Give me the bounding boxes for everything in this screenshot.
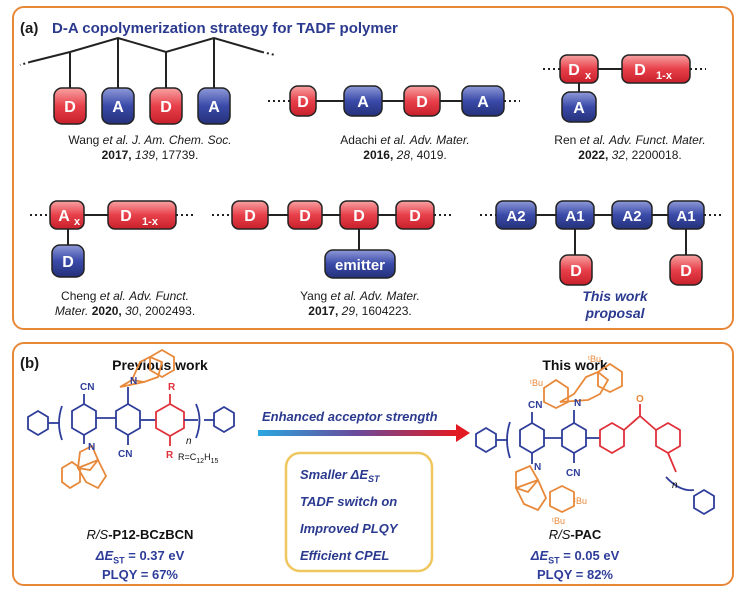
tbu-3: ᵗBu <box>574 496 587 506</box>
block-label: D <box>160 99 172 116</box>
feature-1: Smaller ΔEST <box>300 467 381 484</box>
pac-delta-est: ΔEST = 0.05 eV <box>530 548 620 566</box>
acceptor-strength-arrow <box>258 430 456 436</box>
pac-polymer-name: R/S-PAC <box>548 527 602 542</box>
acceptor-strength-arrowhead <box>456 424 470 442</box>
pac-n-top: N <box>574 398 581 409</box>
pac-backbone <box>475 410 600 464</box>
feature-3: Improved PLQY <box>300 521 399 536</box>
pac-carbazole-top <box>543 362 623 410</box>
block-label: D <box>299 208 311 225</box>
prev-cn-top: CN <box>80 382 94 393</box>
panel-b-tag: (b) <box>20 355 40 372</box>
block-label: D <box>353 208 365 225</box>
block-label: 1-x <box>656 70 673 82</box>
block-label: D <box>409 208 421 225</box>
panel-b-diagram: CN CN N N R R n R=C12H15 Enhanced accept… <box>27 348 715 573</box>
prev-delta-est: ΔEST = 0.37 eV <box>95 548 185 566</box>
block-label: D <box>568 62 580 79</box>
prev-n-sub: n <box>186 436 192 447</box>
pac-n-sub: n <box>672 480 678 491</box>
pac-n-bottom: N <box>534 462 541 473</box>
prev-n-top: N <box>130 376 137 387</box>
prev-r-bottom: R <box>166 450 174 461</box>
block-label: A <box>573 100 585 117</box>
prev-n-bottom: N <box>88 442 95 453</box>
panel-a-tag: (a) <box>20 20 39 37</box>
pac-cn-bottom: CN <box>566 468 580 479</box>
panel-a <box>12 6 734 330</box>
prev-polymer-backbone <box>27 387 156 445</box>
block-label: D <box>680 263 692 280</box>
prev-cn-bottom: CN <box>118 449 132 460</box>
block-label: D <box>570 263 582 280</box>
block-label: A2 <box>622 208 641 225</box>
panel-a-title: D-A copolymerization strategy for TADF p… <box>52 20 398 37</box>
tbu-4: ᵗBu <box>552 516 565 526</box>
block-label: A1 <box>676 208 695 225</box>
citation-2: Adachi et al. Adv. Mater. 2016, 28, 4019… <box>340 133 470 162</box>
block-label: D <box>64 99 76 116</box>
citation-4: Cheng et al. Adv. Funct. Mater. 2020, 30… <box>54 289 196 318</box>
features-box <box>284 451 434 573</box>
feature-2: TADF switch on <box>300 494 397 509</box>
panel-b <box>12 342 734 586</box>
prev-carbazole-top <box>119 348 175 388</box>
block-label: D <box>416 94 428 111</box>
feature-4: Efficient CPEL <box>300 548 389 563</box>
block-label: A <box>112 99 124 116</box>
tbu-1: ᵗBu <box>588 354 601 364</box>
block-label: A1 <box>565 208 584 225</box>
block-label: D <box>62 254 74 271</box>
block-label: A <box>208 99 220 116</box>
block-label: A2 <box>506 208 525 225</box>
citation-5: Yang et al. Adv. Mater. 2017, 29, 160422… <box>300 289 420 318</box>
block-label: x <box>585 70 592 82</box>
tbu-2: ᵗBu <box>530 378 543 388</box>
arrow-label: Enhanced acceptor strength <box>262 409 438 424</box>
block-label: D <box>634 62 646 79</box>
prev-polymer-red-unit <box>155 394 185 446</box>
pac-cn-top: CN <box>528 400 542 411</box>
block-label: D <box>297 94 309 111</box>
prev-carbazole-bottom <box>61 444 108 490</box>
pac-plqy: PLQY = 82% <box>537 567 613 582</box>
block-label: A <box>477 94 489 111</box>
prev-r-definition: R=C12H15 <box>178 452 218 465</box>
prev-plqy: PLQY = 67% <box>102 567 178 582</box>
block-label: A <box>58 208 70 225</box>
prev-polymer-name: R/S-P12-BCzBCN <box>86 527 194 542</box>
citation-1: Wang et al. J. Am. Chem. Soc. 2017, 139,… <box>68 133 232 162</box>
pac-acceptor <box>599 404 681 473</box>
block-label: A <box>357 94 369 111</box>
panel-a-diagram: D A D A D A D A D x D 1-x A A x D 1-x D … <box>19 36 722 286</box>
block-label: D <box>120 208 132 225</box>
prev-r-top: R <box>168 382 176 393</box>
pac-carbazole-bottom <box>514 464 575 514</box>
pac-oxygen: O <box>636 394 644 405</box>
this-work-heading: This work <box>542 357 608 373</box>
block-label: 1-x <box>142 216 159 228</box>
block-label: D <box>244 208 256 225</box>
block-label: emitter <box>335 257 385 274</box>
block-label: x <box>74 216 81 228</box>
citation-3: Ren et al. Adv. Funct. Mater. 2022, 32, … <box>554 133 706 162</box>
